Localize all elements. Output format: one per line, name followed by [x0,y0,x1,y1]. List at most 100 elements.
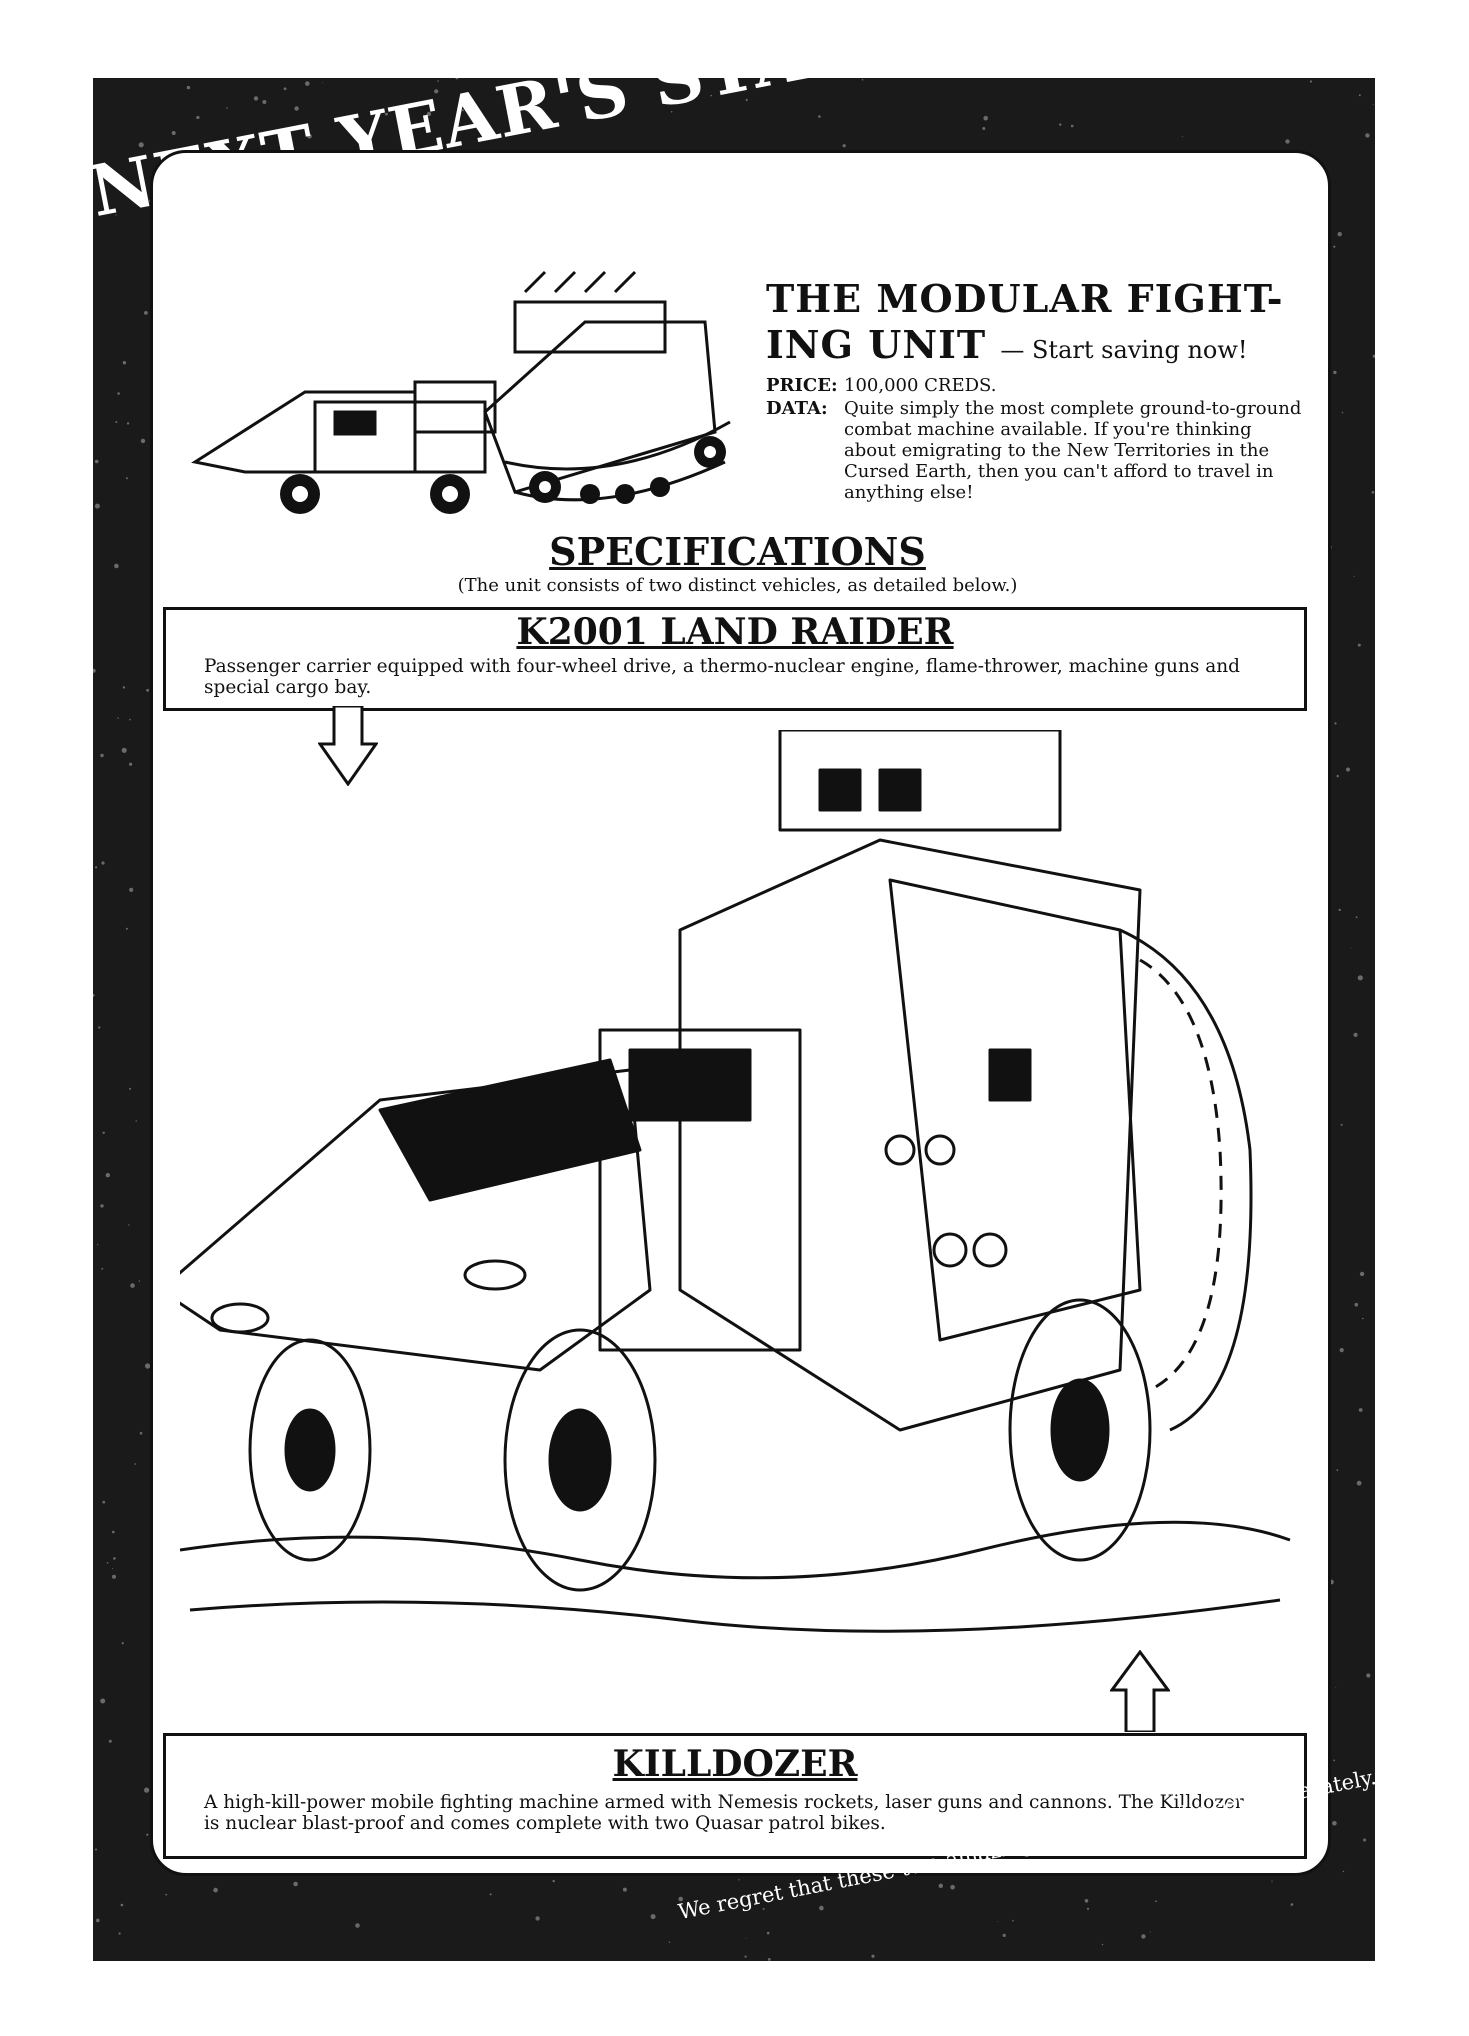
speck [93,668,96,673]
speck [96,1918,100,1923]
speck [146,688,149,692]
specifications-header: SPECIFICATIONS (The unit consists of two… [150,530,1325,598]
speck [1070,124,1074,128]
speck [622,1887,627,1892]
speck [1334,722,1337,725]
speck [305,81,310,86]
speck [861,79,864,81]
arrow-up-icon [1110,1650,1170,1732]
speck [97,1244,99,1246]
speck [762,1908,765,1910]
vehicle2-box: KILLDOZER A high-kill-power mobile fight… [163,1733,1307,1859]
vehicle1-title: K2001 LAND RAIDER [516,611,954,653]
speck [950,1884,955,1890]
speck [1155,1900,1157,1903]
speck [134,1463,136,1465]
speck [678,1896,683,1902]
speck [139,1431,143,1435]
speck [98,1026,101,1029]
price-row: PRICE: 100,000 CREDS. [766,375,1306,396]
speck [1309,80,1312,83]
speck [1356,1480,1362,1486]
speck [213,1887,218,1893]
speck [819,1905,824,1911]
modular-unit-illustration [191,270,731,514]
speck [1354,1302,1359,1307]
speck [982,127,986,130]
speck [112,1530,115,1534]
speck [871,1954,875,1958]
speck [1350,947,1352,949]
speck [129,1087,132,1090]
vehicle2-title: KILLDOZER [612,1743,858,1785]
speck [283,87,287,91]
speck [115,421,118,423]
speck [118,1932,121,1935]
speck [1271,1880,1273,1882]
speck [129,718,131,721]
speck [1336,774,1339,778]
speck [126,422,130,425]
speck [983,115,988,121]
speck [1357,643,1361,647]
speck [140,438,146,444]
speck [129,762,133,766]
product-title-line2: ING UNIT [766,322,987,367]
speck [668,1941,671,1943]
speck [322,82,323,84]
speck [1366,1673,1371,1678]
speck [461,109,464,112]
speck [1333,370,1337,375]
speck [1341,411,1344,414]
speck [1059,123,1062,126]
speck [1363,1838,1367,1842]
speck [186,85,191,90]
speck [95,866,98,869]
speck [1339,1348,1344,1353]
speck [129,887,134,893]
speck [171,131,176,135]
speck [1365,133,1370,138]
speck [138,142,144,148]
speck [121,1642,124,1645]
speck [101,861,105,865]
speck [94,503,100,509]
speck [1333,245,1336,248]
speck [1290,1903,1294,1906]
speck [1012,1919,1014,1922]
speck [426,111,432,117]
speck [112,1568,113,1570]
speck [434,89,439,94]
speck [1338,908,1341,912]
speck [135,1120,137,1122]
speck [144,311,148,315]
speck [293,1881,298,1887]
vehicle1-box: K2001 LAND RAIDER Passenger carrier equi… [163,607,1307,711]
speck [1353,575,1355,577]
speck [93,994,95,997]
speck [1002,1933,1006,1937]
speck [710,94,712,97]
speck [100,1204,104,1208]
speck [1141,1934,1146,1939]
speck [106,1562,109,1564]
speck [1084,1899,1089,1903]
speck [144,1787,150,1793]
speck [108,1739,112,1743]
speck [842,144,846,148]
speck [130,1283,135,1288]
speck [738,1879,740,1881]
vehicle1-description: Passenger carrier equipped with four-whe… [204,656,1241,698]
speck [1285,139,1290,144]
speck [745,98,748,101]
speck [455,78,459,80]
speck [165,1893,168,1896]
speck [1337,232,1342,237]
speck [552,1879,555,1883]
speck [385,112,388,116]
speck [1333,1759,1336,1762]
speck [355,1923,360,1928]
speck [1086,1907,1090,1910]
speck [1359,1271,1365,1277]
speck [100,753,104,758]
